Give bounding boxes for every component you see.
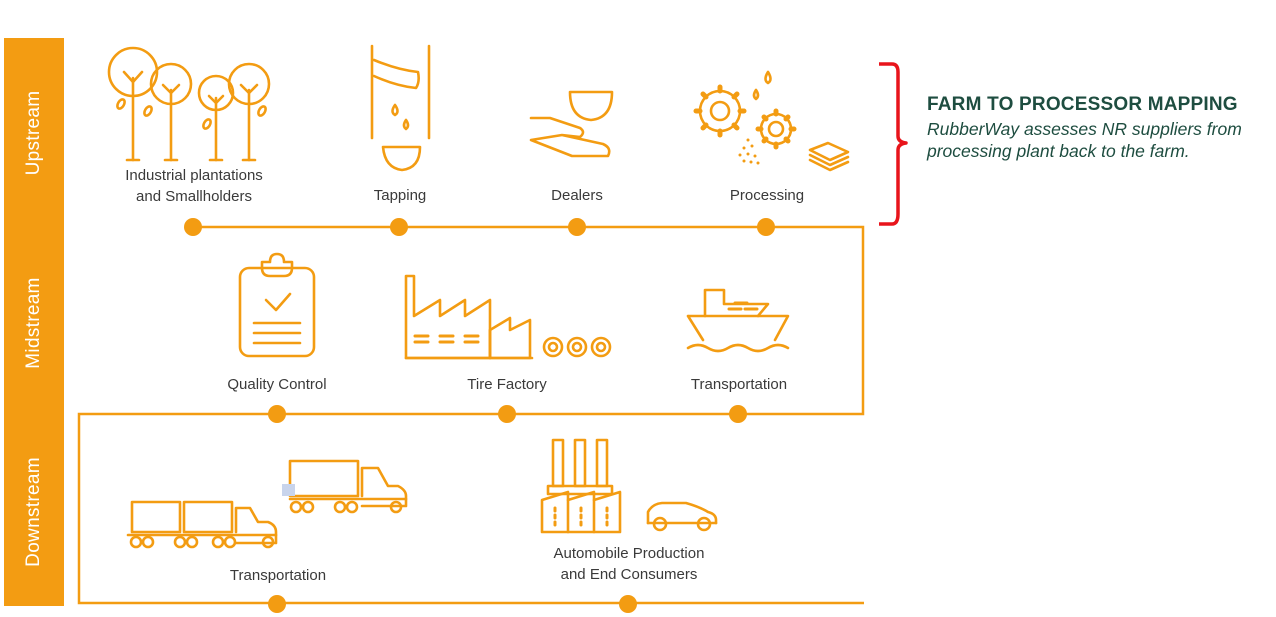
node-tapping: [390, 218, 408, 236]
cargo-ship-icon: [686, 288, 790, 353]
node-dealers: [568, 218, 586, 236]
hand-bowl-icon: [529, 90, 614, 158]
callout-title: FARM TO PROCESSOR MAPPING: [927, 94, 1238, 115]
node-mid-transportation: [729, 405, 747, 423]
node-plantations: [184, 218, 202, 236]
selection-marker: [282, 484, 295, 496]
node-processing: [757, 218, 775, 236]
step-label-dealers: Dealers: [551, 187, 603, 204]
factory-tires-icon: [404, 274, 612, 360]
step-label-processing: Processing: [729, 187, 805, 204]
tapping-icon: [370, 44, 431, 172]
step-label-tapping: Tapping: [373, 187, 427, 204]
step-label-down-transportation: Transportation: [229, 567, 327, 584]
callout: FARM TO PROCESSOR MAPPING RubberWay asse…: [927, 94, 1257, 162]
node-automobile: [619, 595, 637, 613]
factory-car-icon: [540, 438, 718, 534]
step-label-tire-factory: Tire Factory: [467, 376, 547, 393]
trees-icon: [107, 46, 271, 162]
step-label-mid-transportation: Transportation: [690, 376, 788, 393]
node-down-transportation: [268, 595, 286, 613]
callout-bracket: [879, 62, 908, 226]
trucks-icon: [126, 459, 408, 549]
flow-connector: [77, 225, 865, 605]
node-tire-factory: [498, 405, 516, 423]
gears-icon: [693, 70, 850, 172]
node-quality-control: [268, 405, 286, 423]
stage-sidebar: Upstream Midstream Downstream: [4, 38, 64, 606]
step-label-quality-control: Quality Control: [227, 376, 327, 393]
callout-description: RubberWay assesses NR suppliers from pro…: [927, 119, 1242, 161]
clipboard-check-icon: [238, 252, 316, 358]
